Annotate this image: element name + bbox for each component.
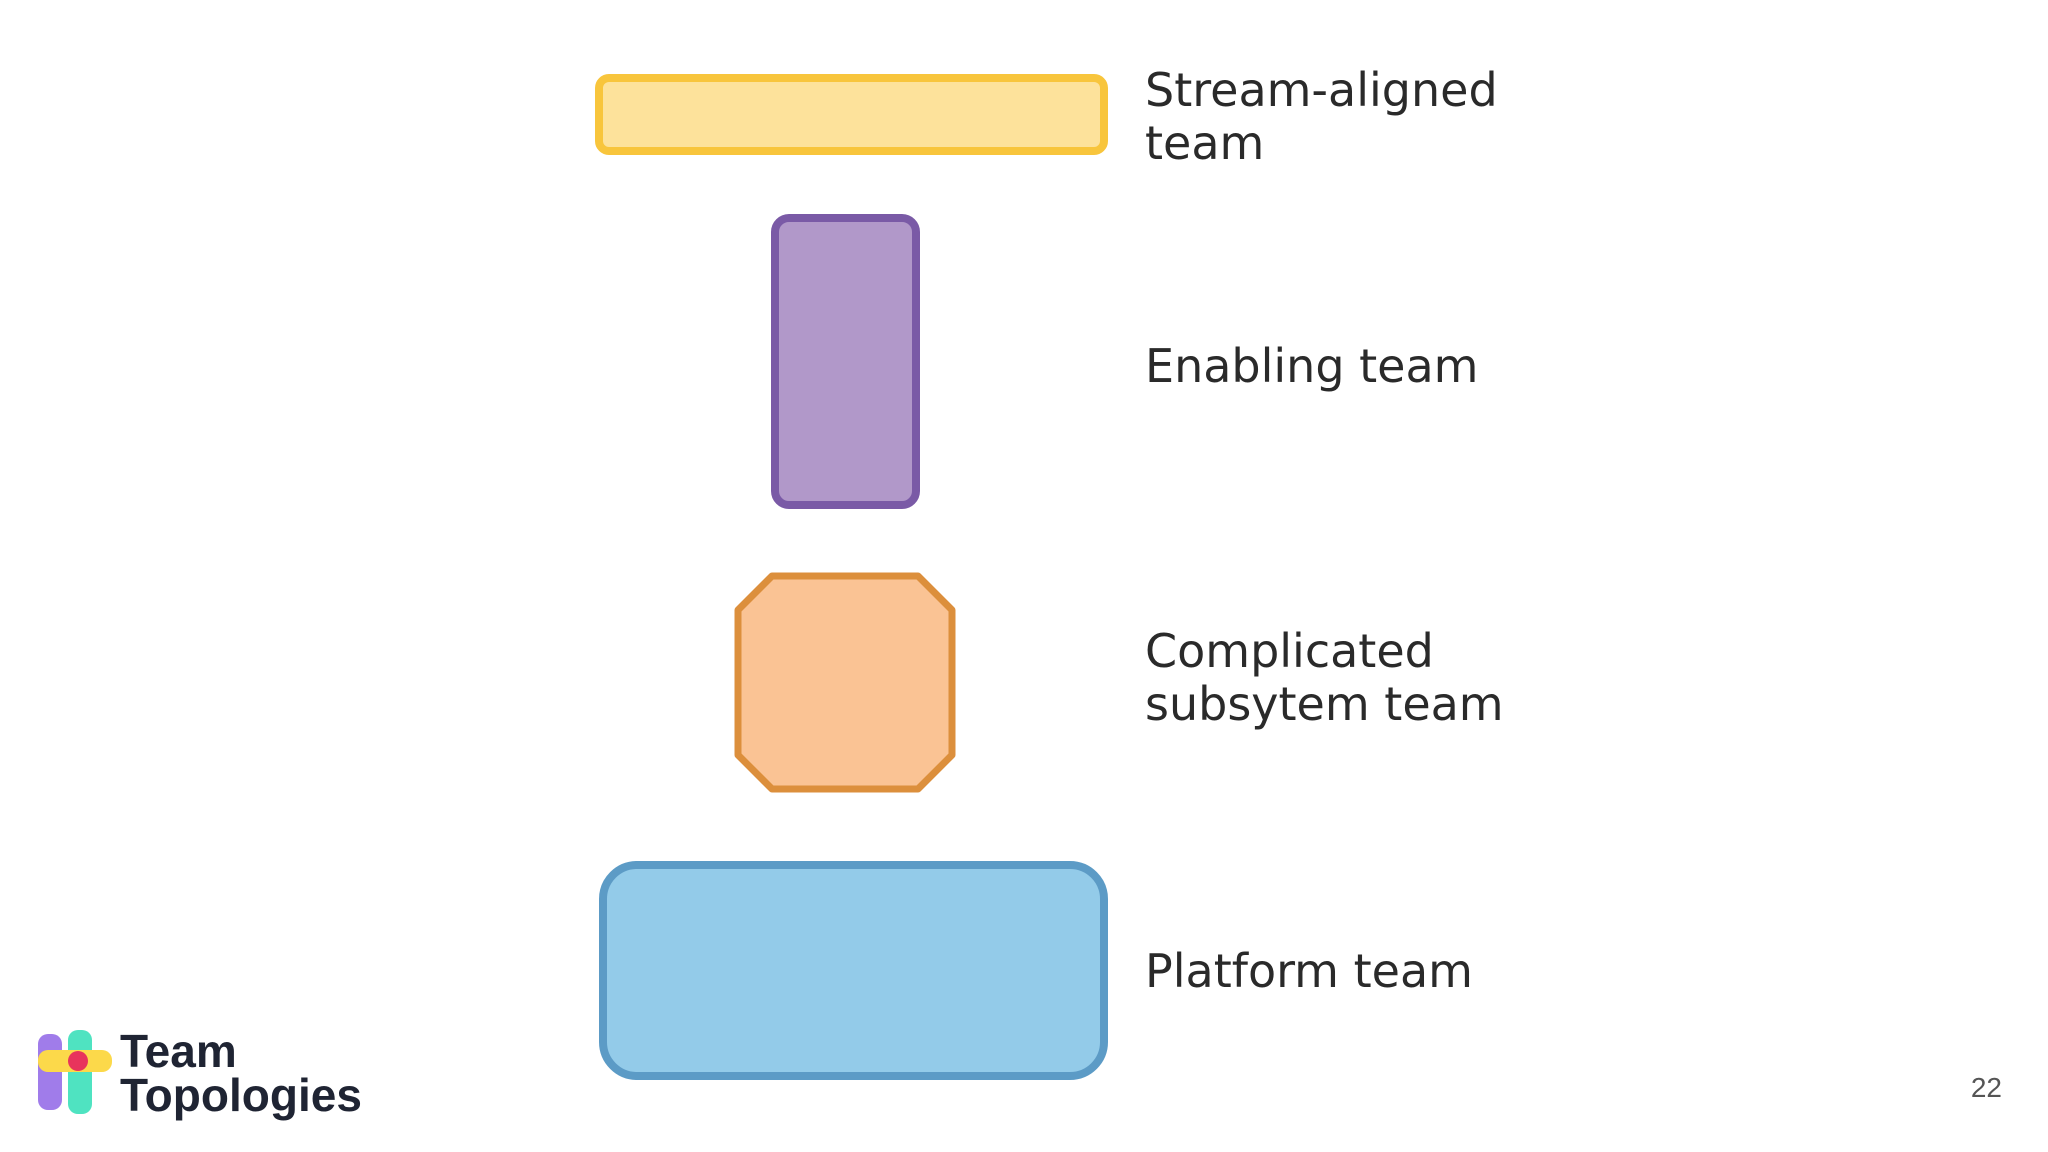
label-line: Stream-aligned: [1145, 63, 1498, 117]
label-line: subsytem team: [1145, 677, 1504, 731]
platform-team-shape: [599, 861, 1108, 1080]
platform-team-label: Platform team: [1145, 945, 1473, 998]
brand-line: Team: [120, 1025, 237, 1077]
complicated-subsystem-team-label: Complicated subsytem team: [1145, 625, 1504, 731]
team-topologies-logo-icon: [38, 1030, 112, 1114]
label-line: team: [1145, 116, 1265, 170]
stream-aligned-team-shape: [595, 74, 1108, 155]
page-number: 22: [1970, 1072, 2002, 1103]
enabling-team-shape: [771, 214, 920, 509]
label-line: Complicated: [1145, 624, 1434, 678]
complicated-subsystem-team-shape: [734, 572, 956, 793]
brand-wordmark: Team Topologies: [120, 1025, 362, 1121]
label-line: Enabling team: [1145, 339, 1479, 393]
stream-aligned-team-label: Stream-aligned team: [1145, 64, 1498, 170]
enabling-team-label: Enabling team: [1145, 340, 1478, 393]
brand-line: Topologies: [120, 1069, 362, 1121]
label-line: Platform team: [1145, 944, 1473, 998]
